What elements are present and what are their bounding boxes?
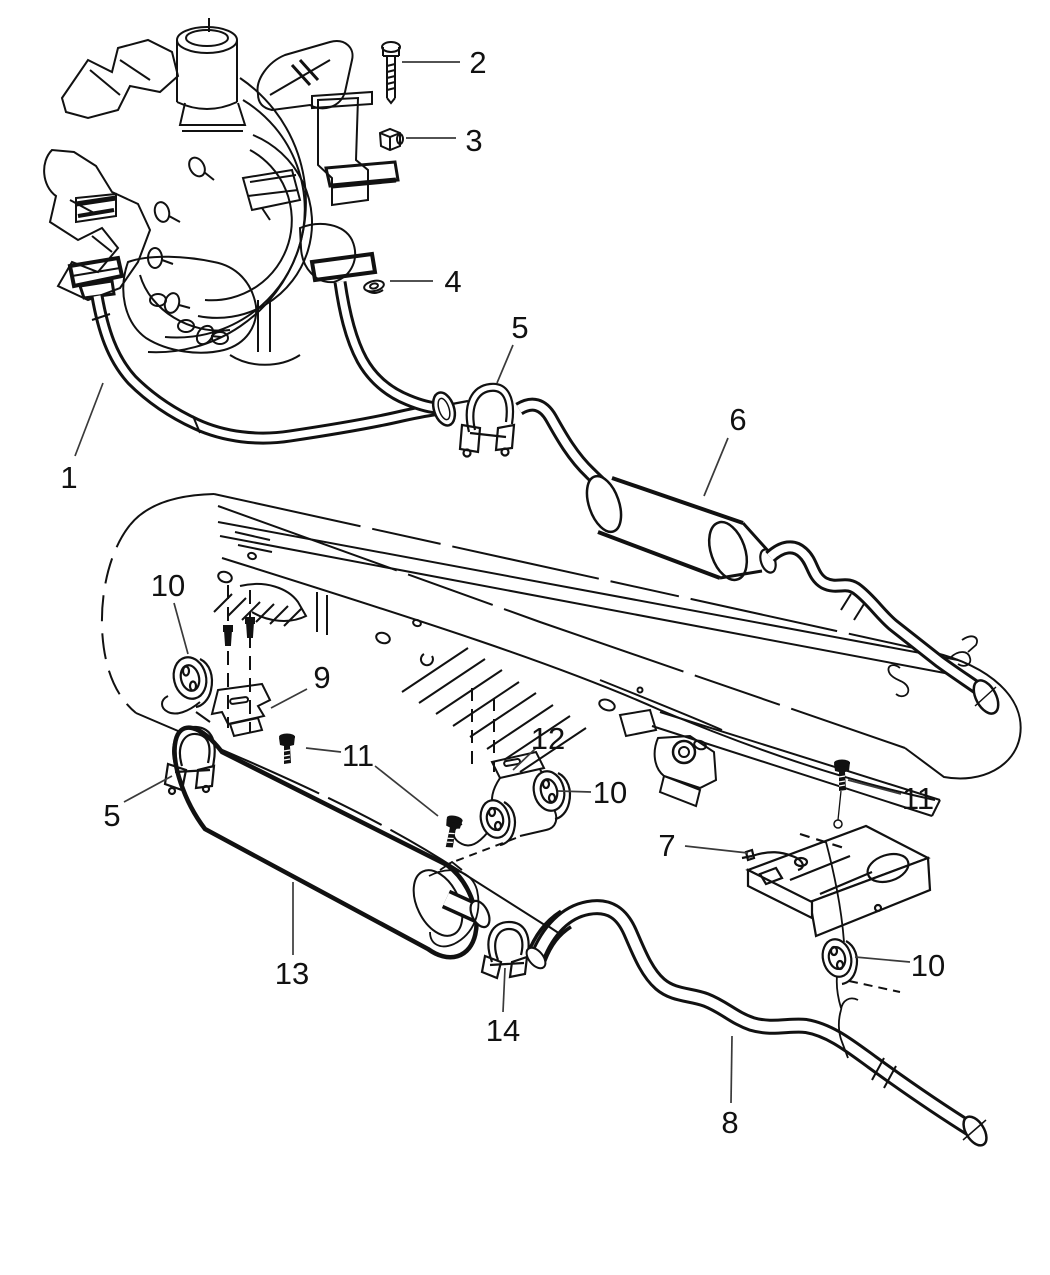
engine-assembly [43, 18, 400, 366]
vehicle-frame [100, 493, 1022, 993]
hanger-bolt-mid [445, 815, 463, 848]
callout-12: 12 [531, 721, 565, 756]
hanger-bolt-left [279, 733, 295, 764]
callout-13: 13 [275, 956, 309, 991]
callout-5-front: 5 [511, 310, 528, 345]
hanger-insulator-mid-2 [479, 799, 517, 847]
front-exhaust-pipe [67, 251, 457, 445]
callout-7: 7 [658, 828, 675, 863]
manifold-bolt [381, 41, 401, 105]
support-bracket-assembly [741, 824, 932, 943]
engine-mount-tower [311, 90, 400, 207]
mounting-drop-lines [223, 585, 495, 772]
exhaust-clamp-muffler [163, 725, 216, 796]
exhaust-flange-gasket [363, 279, 385, 294]
catalytic-converter [515, 397, 1000, 715]
exhaust-clamp-front [451, 382, 516, 458]
callout-labels: 2 3 4 5 6 1 10 9 11 12 10 5 7 11 13 14 1… [60, 45, 945, 1140]
callout-14: 14 [486, 1013, 520, 1048]
callout-11-left: 11 [342, 738, 374, 773]
hanger-insulator-rear [821, 938, 859, 986]
callout-10-rear: 10 [911, 948, 945, 983]
callout-2: 2 [469, 45, 486, 80]
hanger-insulator-front [172, 656, 214, 709]
frame-tow-bracket [653, 734, 718, 808]
callout-4: 4 [444, 264, 461, 299]
center-crossmember [401, 647, 587, 773]
front-crossmember [213, 531, 308, 627]
callout-1: 1 [60, 460, 77, 495]
callout-leader-lines [74, 61, 911, 1104]
callout-10-front: 10 [151, 568, 185, 603]
callout-6: 6 [729, 402, 746, 437]
callout-11-right: 11 [902, 781, 934, 816]
hanger-bolt-right [833, 759, 850, 829]
callout-3: 3 [465, 123, 482, 158]
hanger-insulator-mid-1 [532, 770, 572, 821]
callout-8: 8 [721, 1105, 738, 1140]
tailpipe [525, 899, 988, 1147]
callout-5-muffler: 5 [103, 798, 120, 833]
exhaust-clamp-rear [480, 920, 530, 980]
oil-filter [176, 18, 247, 132]
callout-9: 9 [313, 660, 330, 695]
callout-10-mid: 10 [593, 775, 627, 810]
hanger-bracket-front [161, 682, 272, 738]
muffler [172, 725, 491, 960]
manifold-nut [378, 127, 404, 152]
